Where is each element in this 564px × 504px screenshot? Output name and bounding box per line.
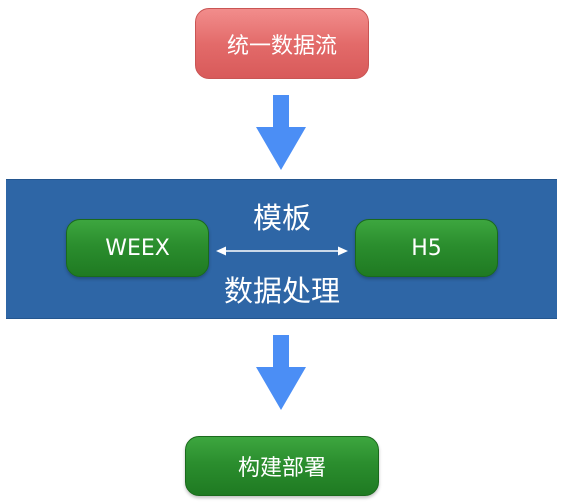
down-arrow-bottom-icon	[256, 335, 306, 410]
build-deploy-label: 构建部署	[237, 456, 326, 481]
build-deploy-node: 构建部署	[185, 436, 379, 496]
unified-data-flow-label: 统一数据流	[226, 33, 337, 59]
data-processing-label: 数据处理	[223, 274, 340, 308]
h5-label: H5	[411, 235, 442, 261]
template-label: 模板	[252, 201, 311, 235]
weex-node: WEEX	[66, 219, 209, 277]
down-arrow-top-icon	[256, 95, 306, 170]
weex-label: WEEX	[105, 235, 170, 261]
h5-node: H5	[355, 219, 498, 277]
unified-data-flow-node: 统一数据流	[195, 8, 369, 79]
